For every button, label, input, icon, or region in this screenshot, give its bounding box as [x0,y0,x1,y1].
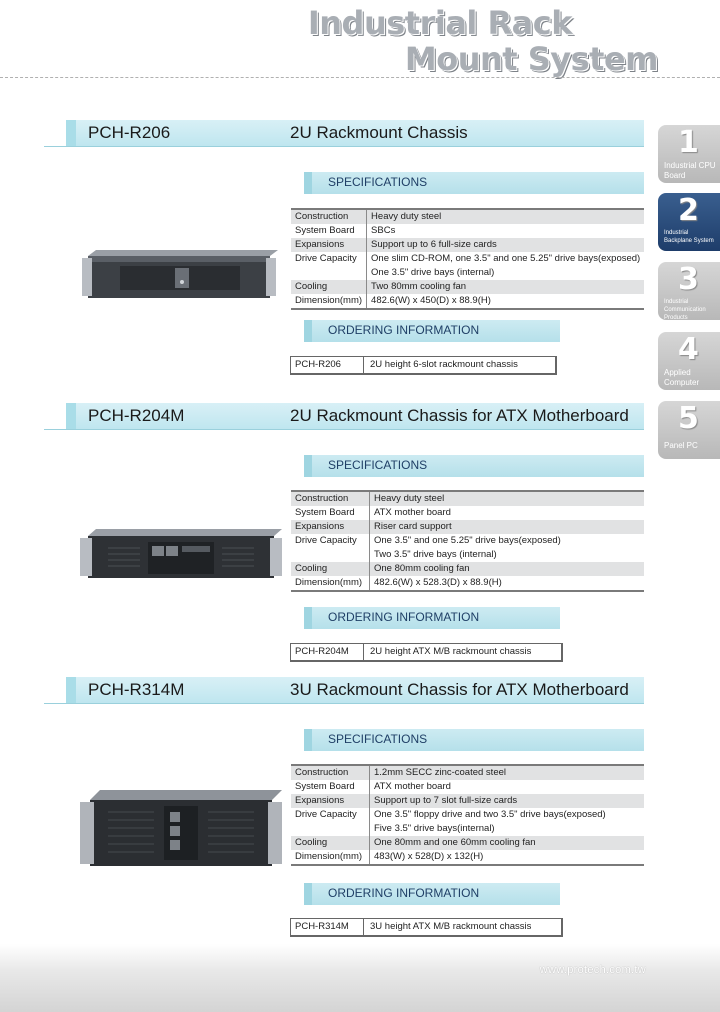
spec-key: System Board [291,224,368,238]
ordering-info-label: ORDERING INFORMATION [328,323,480,337]
spec-value: 483(W) x 528(D) x 132(H) [369,850,644,866]
spec-value: Two 80mm cooling fan [366,280,645,294]
specifications-label: SPECIFICATIONS [328,732,428,746]
order-model: PCH-R204M [291,644,364,660]
specifications-header: SPECIFICATIONS [290,729,644,751]
ordering-info-header: ORDERING INFORMATION [290,883,560,905]
product-model: PCH-R206 [88,123,171,142]
spec-value: Support up to 6 full-size cards [366,238,645,252]
product-description: 3U Rackmount Chassis for ATX Motherboard [290,680,629,699]
spec-key: System Board [291,780,370,794]
tab-label: Industrial CPU Board [664,161,716,180]
spec-value: One 80mm cooling fan [369,562,644,576]
tab-number: 5 [678,401,699,436]
tab-label: Applied Computer [664,368,700,387]
tab-number: 2 [678,193,699,228]
order-description: 2U height 6-slot rackmount chassis [370,359,518,370]
product-header-pch-r204m: PCH-R204M 2U Rackmount Chassis for ATX M… [44,403,644,430]
spec-key: Expansions [291,794,370,808]
spec-key: Drive Capacity [291,808,370,822]
tab-label: Industrial Communication Products [664,299,706,321]
ordering-info-label: ORDERING INFORMATION [328,886,480,900]
chassis-3u-image [80,790,282,866]
specifications-label: SPECIFICATIONS [328,175,428,189]
specifications-label: SPECIFICATIONS [328,458,428,472]
spec-value: ATX mother board [374,781,451,792]
product-description: 2U Rackmount Chassis [290,123,468,142]
spec-key: Construction [291,490,370,506]
spec-value: Five 3.5" drive bays(internal) [374,823,495,834]
spec-key: Construction [291,764,370,780]
chassis-2u-image [82,250,278,298]
order-description: 2U height ATX M/B rackmount chassis [370,646,532,657]
product-header-pch-r206: PCH-R206 2U Rackmount Chassis [44,120,644,147]
spec-key: Expansions [291,520,370,534]
product-description: 2U Rackmount Chassis for ATX Motherboard [290,406,629,425]
spec-value: Heavy duty steel [366,208,645,224]
specifications-header: SPECIFICATIONS [290,172,644,194]
tab-number: 1 [678,125,699,160]
product-model: PCH-R204M [88,406,185,425]
ordering-info-label: ORDERING INFORMATION [328,610,480,624]
ordering-info-header: ORDERING INFORMATION [290,320,560,342]
side-tab-3[interactable]: 3 Industrial Communication Products [658,262,720,321]
spec-value: One 3.5" and one 5.25" drive bays(expose… [374,535,561,546]
order-row: PCH-R314M 3U height ATX M/B rackmount ch… [290,918,563,937]
order-row: PCH-R204M 2U height ATX M/B rackmount ch… [290,643,563,662]
specifications-header: SPECIFICATIONS [290,455,644,477]
order-model: PCH-R314M [291,919,364,935]
spec-key: System Board [291,506,370,520]
spec-key: Construction [291,208,368,224]
side-tab-5[interactable]: 5 Panel PC [658,401,720,459]
page-title-line2: Mount System [404,40,659,78]
page-title-line1: Industrial Rack [307,4,573,42]
order-model: PCH-R206 [291,357,364,373]
spec-value: 1.2mm SECC zinc-coated steel [369,764,644,780]
tab-number: 3 [678,262,699,297]
product-model: PCH-R314M [88,680,185,699]
tab-number: 4 [678,332,699,367]
spec-value: One 3.5" drive bays (internal) [371,267,495,278]
spec-value: Support up to 7 slot full-size cards [369,794,644,808]
page-footer: www.protech.com.tw [0,944,720,1012]
spec-value: SBCs [371,225,396,236]
spec-value: One slim CD-ROM, one 3.5" and one 5.25" … [371,253,641,264]
ordering-info-header: ORDERING INFORMATION [290,607,560,629]
spec-value: ATX mother board [374,507,451,518]
website-url[interactable]: www.protech.com.tw [539,964,646,976]
spec-key: Drive Capacity [291,252,368,266]
spec-key: Dimension(mm) [291,850,370,866]
side-tab-4[interactable]: 4 Applied Computer [658,332,720,390]
spec-value: Riser card support [369,520,644,534]
header-divider [0,77,720,78]
spec-value: One 3.5" floppy drive and two 3.5" drive… [374,809,606,820]
spec-key: Dimension(mm) [291,294,368,310]
spec-value: Two 3.5" drive bays (internal) [374,549,497,560]
spec-value: One 80mm and one 60mm cooling fan [369,836,644,850]
product-header-pch-r314m: PCH-R314M 3U Rackmount Chassis for ATX M… [44,677,644,704]
spec-key: Dimension(mm) [291,576,370,592]
spec-value: 482.6(W) x 450(D) x 88.9(H) [366,294,645,310]
spec-key: Drive Capacity [291,534,370,548]
order-description: 3U height ATX M/B rackmount chassis [370,921,532,932]
side-tab-1[interactable]: 1 Industrial CPU Board [658,125,720,183]
tab-label: Industrial Backplane System [664,230,714,244]
spec-value: 482.6(W) x 528.3(D) x 88.9(H) [369,576,644,592]
tab-label: Panel PC [664,441,698,450]
spec-key: Cooling [291,562,370,576]
chassis-2u-atx-image [80,529,282,578]
spec-key: Cooling [291,836,370,850]
order-row: PCH-R206 2U height 6-slot rackmount chas… [290,356,557,375]
spec-key: Cooling [291,280,368,294]
spec-key: Expansions [291,238,368,252]
side-tab-2[interactable]: 2 Industrial Backplane System [658,193,720,251]
spec-value: Heavy duty steel [369,490,644,506]
